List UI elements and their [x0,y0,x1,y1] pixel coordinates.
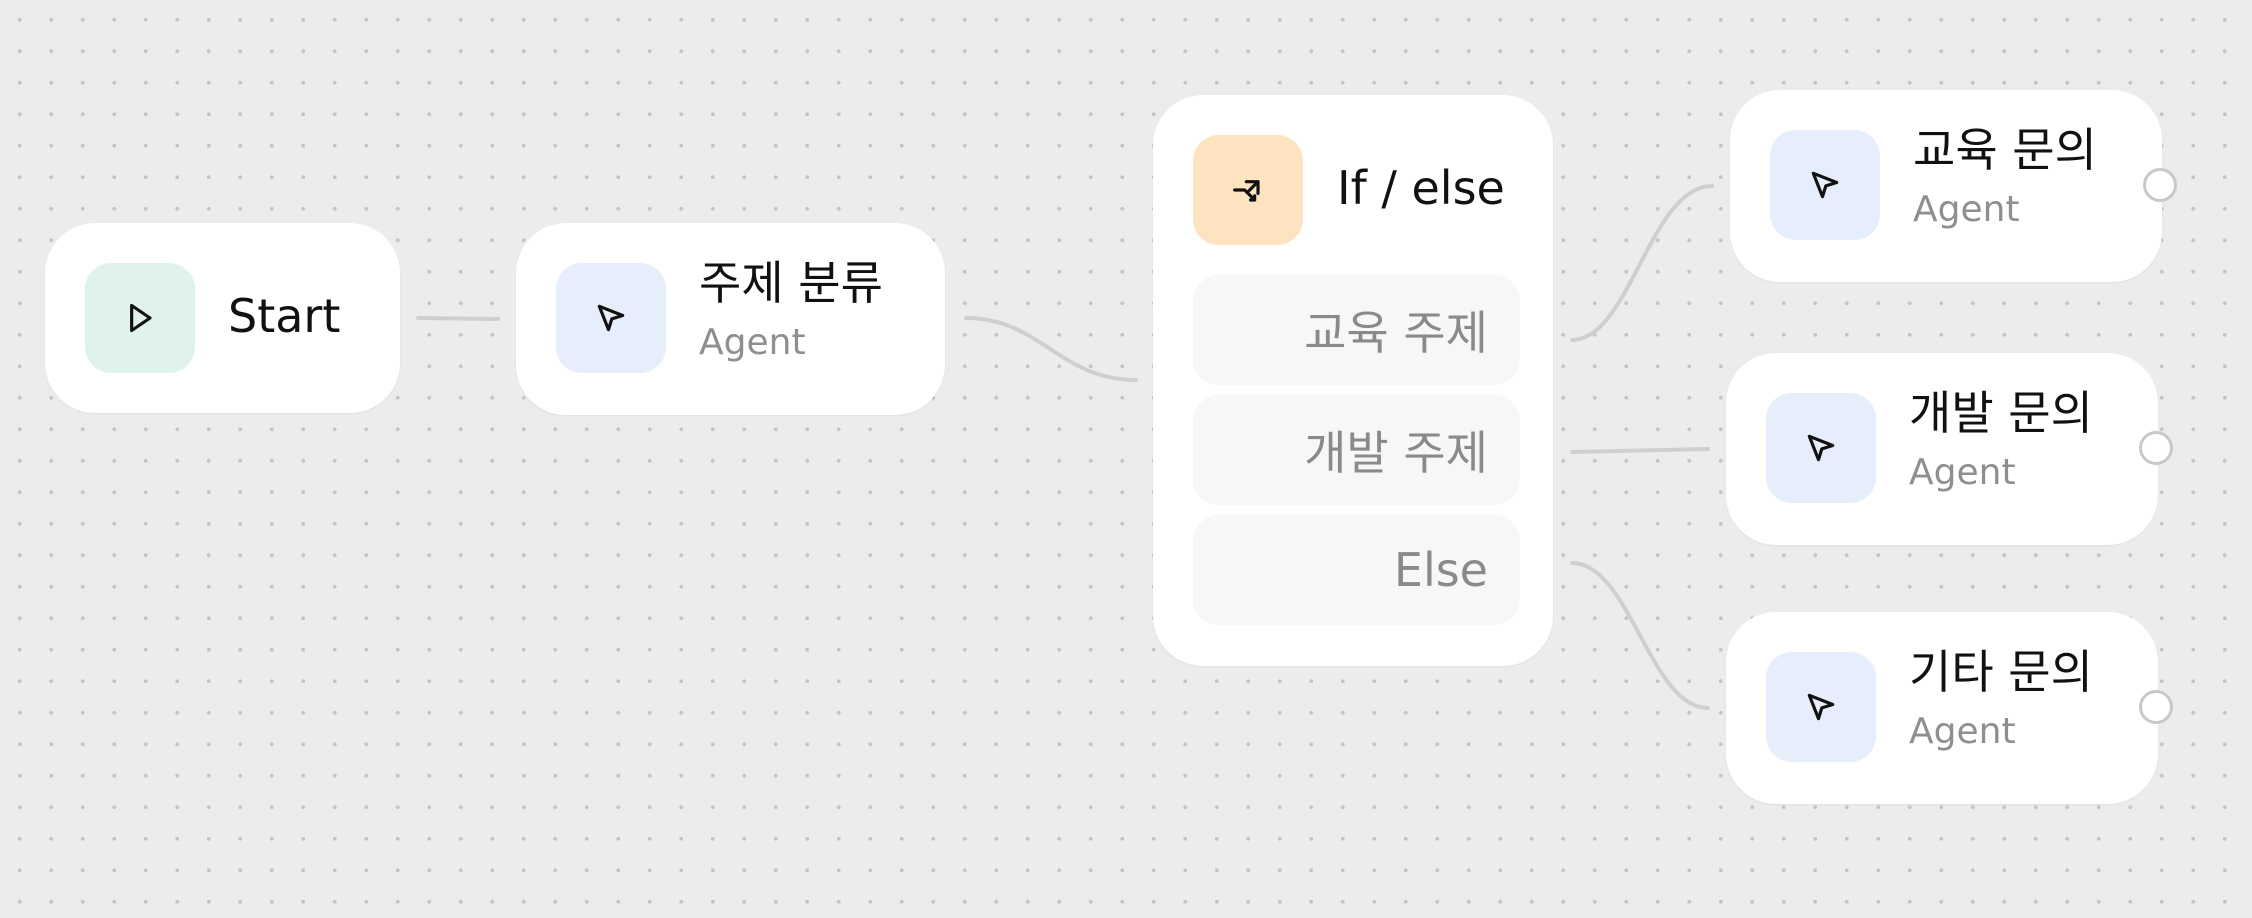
etc-output-handle[interactable] [2139,690,2173,724]
branch-edu-topic-label: 교육 주제 [1304,306,1488,360]
start-node-title: Start [228,289,341,343]
branch-dev-topic[interactable]: 개발 주제 [1193,395,1520,505]
branch-split-icon [1233,180,1260,202]
cursor-arrow-icon [1811,171,1839,199]
ifelse-icon-box [1193,135,1303,245]
edge-start-to-classify [416,316,500,321]
branch-else-label: Else [1393,543,1488,597]
edge-dev-branch-to-dev-agent [1570,447,1710,454]
branch-else[interactable]: Else [1193,515,1520,625]
etc-node-subtitle: Agent [1909,711,2016,752]
classify-node-subtitle: Agent [699,322,806,363]
edge-edu-branch-to-edu-agent [1570,184,1714,342]
etc-node-title: 기타 문의 [1909,645,2093,699]
cursor-arrow-icon [1807,693,1835,721]
edu-node-subtitle: Agent [1913,189,2020,230]
start-icon-box [85,263,195,373]
classify-node-title: 주제 분류 [699,256,883,310]
classify-agent-node[interactable]: 주제 분류 Agent [516,223,945,415]
branch-dev-topic-label: 개발 주제 [1304,426,1488,480]
play-icon [130,303,152,333]
edge-else-branch-to-etc-agent [1570,561,1710,710]
dev-agent-node[interactable]: 개발 문의 Agent [1726,353,2158,545]
etc-icon-box [1766,652,1876,762]
cursor-arrow-icon [597,304,625,332]
branch-edu-topic[interactable]: 교육 주제 [1193,275,1520,385]
edu-node-title: 교육 문의 [1913,123,2097,177]
classify-icon-box [556,263,666,373]
dev-node-title: 개발 문의 [1909,386,2093,440]
ifelse-node[interactable]: If / else 교육 주제 개발 주제 Else [1153,95,1553,666]
dev-icon-box [1766,393,1876,503]
edge-classify-to-ifelse [964,316,1138,382]
etc-agent-node[interactable]: 기타 문의 Agent [1726,612,2158,804]
edu-output-handle[interactable] [2143,168,2177,202]
start-node[interactable]: Start [45,223,400,413]
edu-icon-box [1770,130,1880,240]
dev-output-handle[interactable] [2139,431,2173,465]
cursor-arrow-icon [1807,434,1835,462]
dev-node-subtitle: Agent [1909,452,2016,493]
edu-agent-node[interactable]: 교육 문의 Agent [1730,90,2162,282]
ifelse-node-title: If / else [1337,161,1505,215]
